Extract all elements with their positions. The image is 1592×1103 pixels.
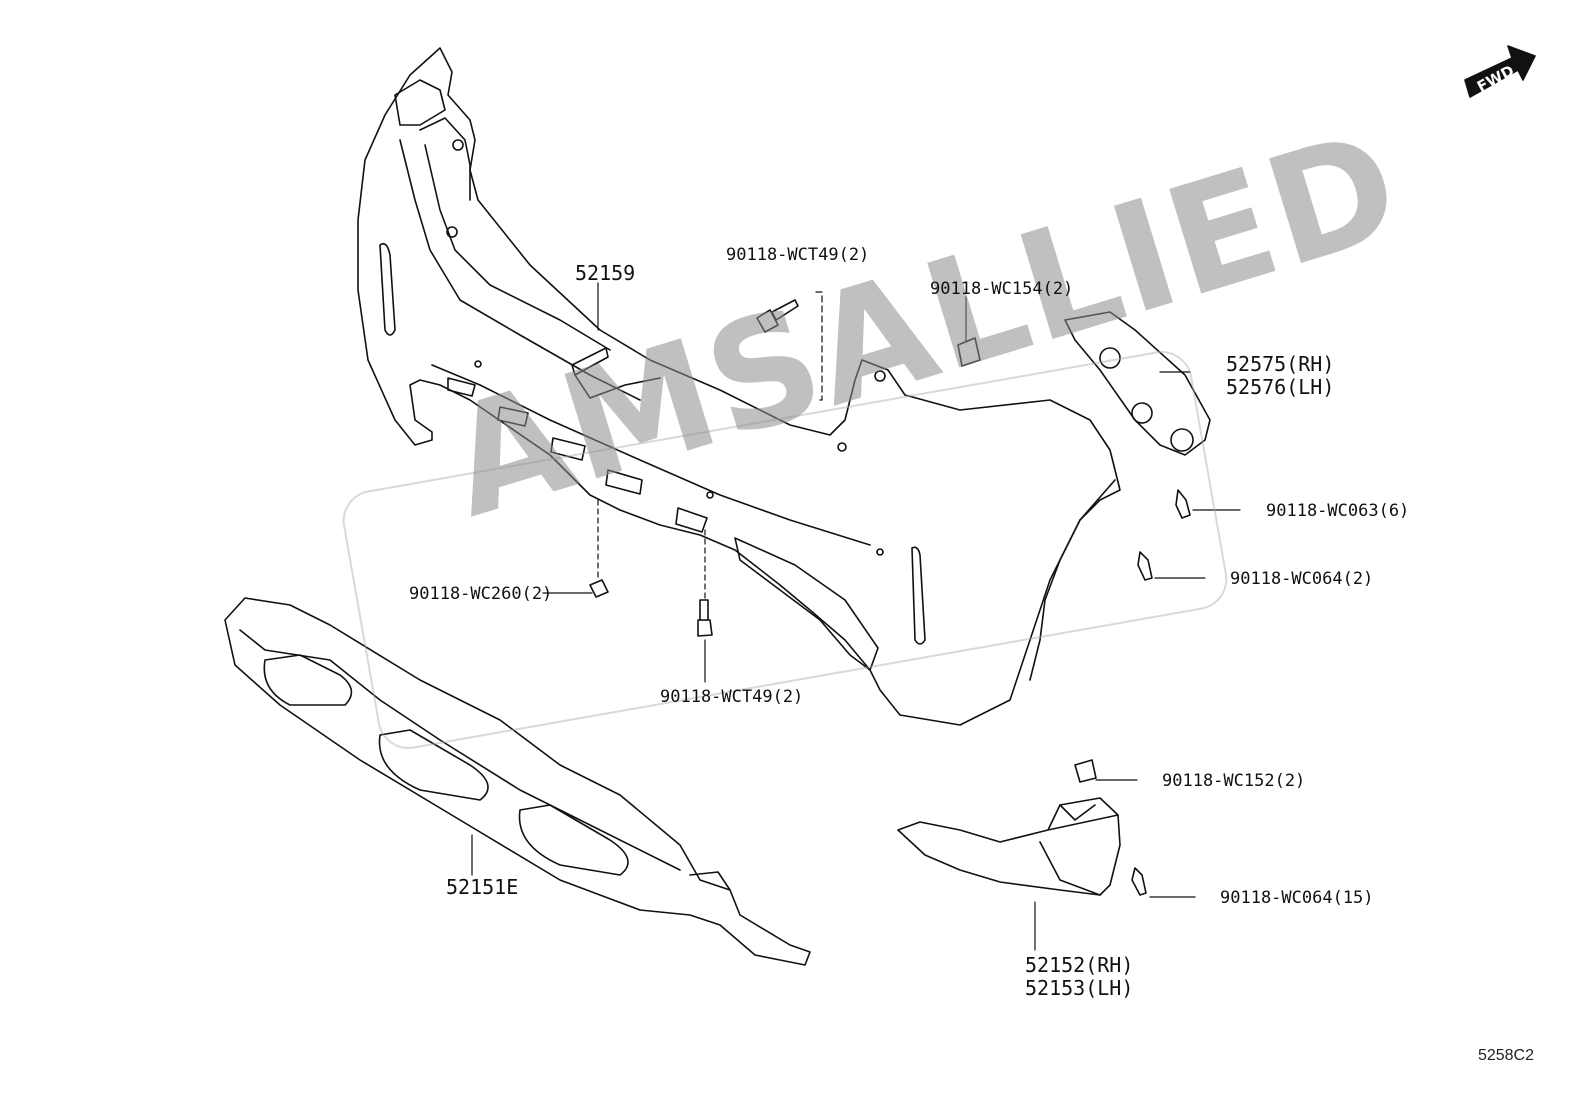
label-lower-cover: 52151E [446, 875, 519, 899]
watermark-frame [342, 351, 1228, 749]
label-extension-rh: 52152(RH) [1025, 953, 1134, 977]
fwd-arrow-icon [1464, 45, 1536, 98]
label-screw-wc064-b: 90118-WC064(15) [1220, 888, 1374, 908]
leader-lines [471, 282, 1241, 951]
label-nut-wc260: 90118-WC260(2) [409, 584, 553, 604]
label-extension-lh: 52153(LH) [1025, 976, 1134, 1000]
label-screw-wc063: 90118-WC063(6) [1266, 501, 1410, 521]
label-screw-wc064-a: 90118-WC064(2) [1230, 569, 1374, 589]
retainer-shape [1064, 311, 1211, 456]
label-clip-top: 90118-WC154(2) [930, 279, 1074, 299]
label-bolt-top: 90118-WCT49(2) [726, 245, 870, 265]
lower-cover-shape [224, 597, 811, 966]
label-bumper-cover: 52159 [575, 261, 636, 285]
label-bolt-lower: 90118-WCT49(2) [660, 687, 804, 707]
drawing-code: 5258C2 [1477, 1047, 1534, 1064]
bumper-cover-shape [357, 47, 1121, 726]
label-retainer-rh: 52575(RH) [1226, 352, 1335, 376]
label-retainer-lh: 52576(LH) [1226, 375, 1335, 399]
label-clip-wc152: 90118-WC152(2) [1162, 771, 1306, 791]
fasteners [589, 299, 1191, 896]
extension-shape [897, 797, 1121, 896]
